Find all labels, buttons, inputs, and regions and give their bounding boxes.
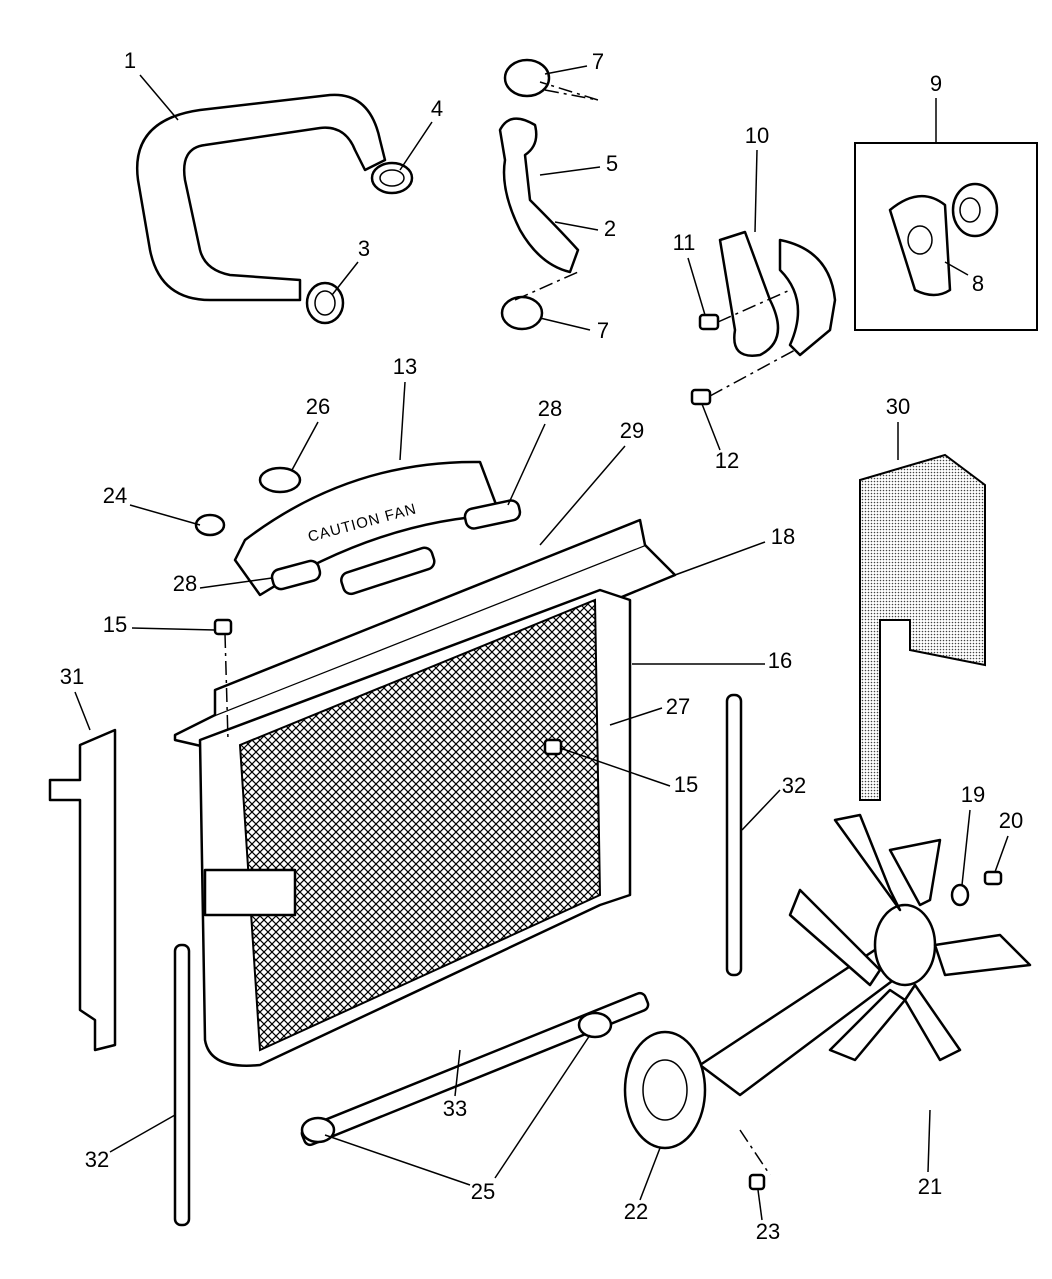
isolator-25-left	[300, 1116, 336, 1144]
callout-21: 21	[918, 1174, 942, 1199]
callout-3: 3	[358, 236, 370, 261]
callout-24: 24	[103, 483, 127, 508]
callout-labels: 1 4 3 7 5 2 7 10 11 9 8 12 13 26 28 29 2…	[60, 48, 1023, 1244]
callout-8: 8	[972, 271, 984, 296]
callout-26: 26	[306, 394, 330, 419]
bolt-15-b	[543, 738, 563, 756]
upper-radiator-hose	[135, 93, 387, 302]
callout-16: 16	[768, 648, 792, 673]
callout-32: 32	[85, 1147, 109, 1172]
callout-29: 29	[620, 418, 644, 443]
callout-23: 23	[756, 1219, 780, 1244]
callout-1: 1	[124, 48, 136, 73]
callout-22: 22	[624, 1199, 648, 1224]
callout-12: 12	[715, 448, 739, 473]
washer-19	[950, 883, 970, 907]
leader-lines	[74, 65, 1009, 1221]
callout-31: 31	[60, 664, 84, 689]
seal-32-left	[173, 943, 191, 1227]
side-seal-30	[859, 453, 986, 801]
hose-clamp-7-bottom	[500, 295, 544, 331]
callout-18: 18	[771, 524, 795, 549]
thermostat-housing	[718, 230, 837, 357]
thermostat-kit-box	[854, 142, 1038, 331]
callout-9: 9	[930, 71, 942, 96]
callout-32: 32	[782, 773, 806, 798]
callout-10: 10	[745, 123, 769, 148]
seal-32-right	[725, 693, 743, 977]
isolator-25-right	[577, 1011, 613, 1039]
callout-11: 11	[673, 230, 696, 255]
hose-28-bottom	[270, 559, 322, 591]
bolt-12	[690, 388, 712, 406]
callout-20: 20	[999, 808, 1023, 833]
callout-15: 15	[103, 612, 127, 637]
callout-7: 7	[592, 49, 604, 74]
side-seal-31	[48, 728, 117, 1052]
nut-23	[748, 1173, 766, 1191]
callout-13: 13	[393, 354, 417, 379]
bolt-20	[983, 870, 1003, 886]
bolt-15-a	[213, 618, 233, 636]
air-seal	[340, 546, 436, 596]
callout-27: 27	[666, 694, 690, 719]
callout-15: 15	[674, 772, 698, 797]
grommet-24	[194, 513, 226, 537]
cap-26	[258, 466, 302, 494]
callout-2: 2	[604, 216, 616, 241]
bolt-11	[698, 313, 720, 331]
callout-4: 4	[431, 96, 443, 121]
callout-7: 7	[597, 318, 609, 343]
centerlines	[224, 81, 796, 1176]
seal-33	[300, 991, 650, 1147]
callout-28: 28	[173, 571, 197, 596]
callout-25: 25	[471, 1179, 495, 1204]
callout-28: 28	[538, 396, 562, 421]
radiator	[198, 588, 632, 1067]
callout-30: 30	[886, 394, 910, 419]
callout-33: 33	[443, 1096, 467, 1121]
callout-5: 5	[606, 151, 618, 176]
hose-clamp-7-top	[503, 58, 551, 98]
fan-clutch	[623, 1030, 707, 1150]
hose-28-top	[463, 499, 522, 530]
cooling-fan	[623, 813, 1032, 1150]
callout-19: 19	[961, 782, 985, 807]
hose-clamp-4	[370, 161, 414, 195]
lower-radiator-hose	[498, 117, 580, 274]
